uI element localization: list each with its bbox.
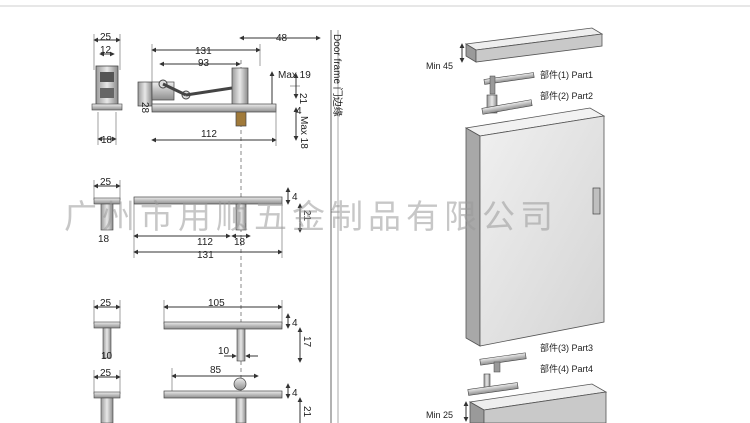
- dim-93: 93: [198, 58, 210, 69]
- part1-label: 部件(1) Part1: [540, 69, 593, 80]
- dim-b2-25: 25: [100, 368, 112, 379]
- top-side-view: 25 12 18: [91, 32, 123, 146]
- dim-b2-21: 21: [301, 406, 312, 418]
- assembly-view: Min 45 部件(1) Part1 部件(2) Part2 部件(3) Par…: [426, 27, 608, 423]
- door-panel: [479, 115, 605, 347]
- dim-b1-10b: 10: [218, 346, 230, 357]
- part4-label: 部件(4) Part4: [540, 363, 593, 374]
- dim-mid-112: 112: [197, 237, 213, 248]
- door-frame-label: Door frame 门边缘: [331, 34, 344, 117]
- dim-b2-4: 4: [292, 388, 298, 399]
- dim-max19: Max 19: [278, 70, 311, 81]
- watermark-text: 广州市用顺五金制品有限公司: [64, 198, 558, 235]
- dim-b2-85: 85: [210, 365, 222, 376]
- min45-label: Min 45: [426, 61, 453, 71]
- dim-mid-21: 21: [301, 210, 312, 222]
- dim-b1-4: 4: [292, 318, 298, 329]
- dim-48: 48: [276, 33, 288, 44]
- dim-b1-105: 105: [208, 298, 225, 309]
- bottom-view-2: 25 85 4 21: [93, 365, 312, 423]
- dim-b1-10a: 10: [101, 351, 113, 362]
- door-handle-icon: [592, 187, 601, 215]
- dim-4: 4: [296, 106, 302, 117]
- min25-label: Min 25: [426, 410, 453, 420]
- dim-mid-25: 25: [100, 177, 112, 188]
- dim-mid-18b: 18: [234, 237, 246, 248]
- part2-label: 部件(2) Part2: [540, 90, 593, 101]
- dim-mid-18: 18: [98, 234, 110, 245]
- dim-top-12: 12: [100, 45, 112, 56]
- dim-21: 21: [297, 93, 308, 105]
- bottom-view-1: 25 10 105 10 4 17: [93, 298, 312, 363]
- dim-b1-25: 25: [100, 298, 112, 309]
- dim-112: 112: [201, 129, 217, 140]
- dim-b1-17: 17: [301, 336, 312, 348]
- top-plan-view: 131 93 48 Max 19 28 21 4 Max 18 112 Door…: [137, 33, 344, 149]
- dim-top-25: 25: [100, 32, 112, 43]
- dim-131: 131: [195, 46, 212, 57]
- part3-label: 部件(3) Part3: [540, 342, 593, 353]
- dim-max18: Max 18: [298, 116, 309, 149]
- dim-top-18: 18: [101, 135, 113, 146]
- dim-mid-131: 131: [197, 250, 214, 261]
- dim-mid-4: 4: [292, 192, 298, 203]
- dim-28: 28: [139, 102, 150, 114]
- middle-view: 25 18 4 21 112 18 131: [93, 177, 312, 261]
